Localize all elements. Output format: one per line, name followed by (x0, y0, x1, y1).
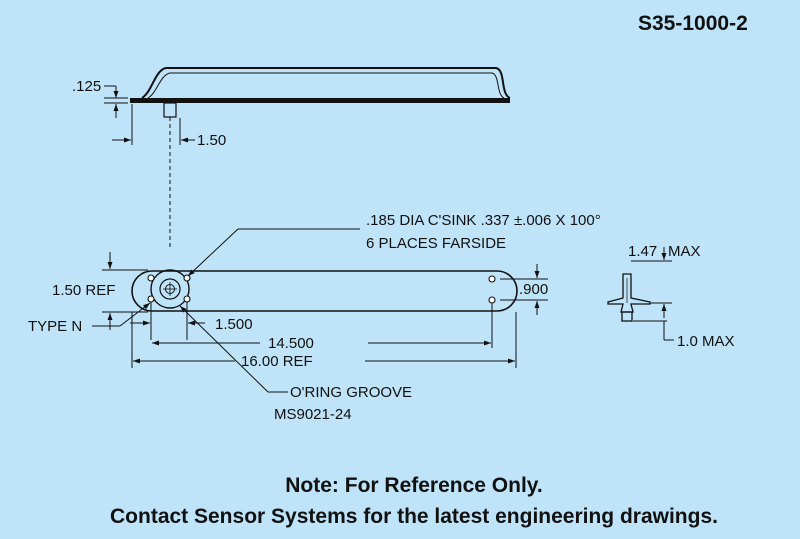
width-ref-dimension (102, 252, 148, 330)
oring-line2: MS9021-24 (274, 406, 352, 423)
height-max-unit: MAX (668, 243, 701, 260)
csink-leader (187, 228, 360, 277)
csink-hole (147, 295, 155, 303)
csink-hole (147, 274, 155, 282)
hole-span-dimension (152, 303, 493, 348)
width-ref-label: 1.50 REF (52, 282, 115, 299)
height-max-label: 1.47 (628, 243, 657, 260)
offset-dimension (112, 104, 195, 145)
csink-note-line2: 6 PLACES FARSIDE (366, 235, 506, 252)
csink-hole (488, 296, 496, 304)
overall-label: 16.00 REF (241, 353, 313, 370)
side-view (130, 67, 511, 250)
type-leader (92, 302, 151, 327)
overall-dimension (131, 312, 517, 368)
contact-note: Contact Sensor Systems for the latest en… (110, 505, 718, 528)
thickness-dimension (104, 85, 128, 118)
oring-line1: O'RING GROOVE (290, 384, 412, 401)
csink-note-line1: .185 DIA C'SINK .337 ±.006 X 100° (366, 212, 601, 229)
csink-hole (183, 274, 191, 282)
width-dimension (500, 264, 548, 315)
plan-view (131, 269, 518, 312)
csink-hole (488, 275, 496, 283)
pin-profile (607, 273, 651, 322)
offset-label: 1.50 (197, 132, 226, 149)
pin-dimension (633, 320, 674, 341)
hole-offset-label: 1.500 (215, 316, 253, 333)
reference-note: Note: For Reference Only. (285, 474, 543, 497)
part-number: S35-1000-2 (638, 12, 748, 35)
pin-max-label: 1.0 MAX (677, 333, 735, 350)
csink-hole (183, 295, 191, 303)
hole-offset-dimension (130, 302, 205, 340)
oring-leader (179, 305, 288, 393)
height-dimension (631, 247, 672, 318)
type-label: TYPE N (28, 318, 82, 335)
hole-span-label: 14.500 (268, 335, 314, 352)
thickness-label: .125 (72, 78, 101, 95)
width-label: .900 (519, 281, 548, 298)
csink-holes (147, 274, 496, 304)
